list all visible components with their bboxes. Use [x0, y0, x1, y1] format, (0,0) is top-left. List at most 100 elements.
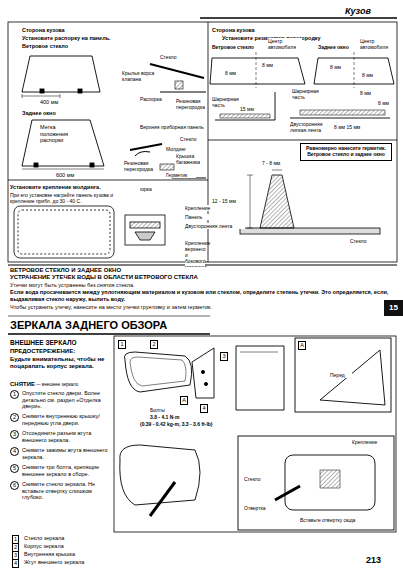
step-text: Снимите внутреннюю крышку/переднюю угла … [22, 413, 112, 426]
callout-number: 1 [118, 340, 126, 349]
section-heading: ЗЕРКАЛА ЗАДНЕГО ОБЗОРА [10, 319, 210, 332]
callout-number: 3 [220, 352, 228, 361]
page-header: Кузов [345, 6, 397, 17]
step-number: 6 [10, 481, 19, 490]
node-text: A [300, 342, 304, 348]
part-name: Стекло [244, 476, 274, 482]
step-text: Снимите зажимы жгута внешнего зеркала. [22, 447, 112, 460]
part-name: Герметик [166, 172, 196, 178]
part-name: Крепление [352, 439, 390, 445]
step-number: 5 [10, 464, 19, 473]
step-text: Отсоедините разъем жгута внешнего зеркал… [22, 430, 112, 443]
node-text: A [182, 397, 186, 403]
step-number: 1 [10, 390, 19, 399]
torque-value: (0.39 - 0.42 kg-m, 3.3 - 3.6 ft-lb) [140, 421, 250, 427]
mirror-drawing [124, 338, 391, 412]
part-name: Стекло [350, 238, 380, 244]
part-name: Резиновая перегородка [124, 160, 158, 172]
note: При его установке нагрейте панель кузова… [10, 192, 130, 204]
node-text: 3 [13, 431, 16, 437]
dimension: 400 мм [40, 99, 70, 106]
note: Сторона кузова [22, 27, 112, 34]
part-name: Распорка [140, 96, 174, 102]
step-text: Снимите стекло зеркала. Не вставьте отве… [22, 481, 112, 501]
step-text: Опустите стекло двери. Более детально см… [22, 390, 112, 410]
chapter-tab: 15 [384, 300, 403, 316]
part-name: Двусторонняя липкая лента [290, 121, 330, 133]
legend-number: 4 [12, 559, 19, 568]
note-box: Равномерно нанесите герметик. Ветровое с… [300, 143, 392, 161]
part-name: Болты [150, 407, 180, 413]
gasket-drawing [210, 52, 394, 120]
sealant-profile [240, 170, 380, 234]
frames [8, 18, 397, 532]
part-name: Верхняя приборная панель [140, 124, 206, 130]
legend-text: Внутренняя крышка [24, 551, 144, 558]
part-name: Ветровое стекло [22, 43, 112, 50]
note: Установите крепление молдинга. [10, 184, 140, 191]
dimension: 8 мм [362, 72, 382, 78]
callout-number: 2 [150, 340, 158, 349]
note: Сторона кузова [212, 27, 292, 34]
part-name: Крышка багажника [176, 153, 206, 165]
step-number: 2 [10, 413, 19, 422]
node-text: 2 [14, 544, 17, 550]
legend-text: Стекло зеркала [24, 535, 144, 542]
caution: ПРЕДОСТЕРЕЖЕНИЕ: [10, 348, 110, 355]
molding-clip [14, 206, 165, 258]
part-name: Стекло [180, 136, 206, 142]
node-text: 1 [13, 391, 16, 397]
dimension: 8 мм 15 мм [334, 124, 374, 130]
step-number: 3 [10, 430, 19, 439]
node-text: 3 [222, 353, 225, 359]
node-text: 15 [389, 303, 398, 312]
torque-value: 3.8 - 4.1 N·m [150, 414, 210, 420]
part-name: Двусторонняя лента [185, 223, 245, 229]
part-name: Центр автомобиля [268, 38, 302, 50]
view-callout: A [298, 341, 306, 350]
step-text: Снимите три болта, крепящие внешнее зерк… [22, 464, 112, 477]
dimension: 12 - 15 мм [212, 198, 242, 204]
sub-heading: ВНЕШНЕЕ ЗЕРКАЛО [10, 339, 110, 347]
node-text: 4 [202, 405, 205, 411]
part-name: Молдинг [166, 146, 192, 152]
dimension: 8 мм [360, 90, 380, 96]
node-text: 3 [14, 552, 17, 558]
node-text: 1 [120, 341, 123, 347]
body-text: Утечки могут быть устранены без снятия с… [10, 282, 390, 289]
part-name: Крепление верхнего и бокового молдинга [185, 240, 205, 270]
section-heading: УСТРАНЕНИЕ УТЕЧЕК ВОДЫ В ОБЛАСТИ ВЕТРОВО… [10, 274, 310, 281]
dimension: 15 мм [240, 106, 264, 112]
part-name: Заднее окно [22, 110, 102, 117]
dimension: 8 мм [378, 100, 396, 106]
legend-text: Корпус зеркала [24, 543, 144, 550]
part-name: Стекло [160, 54, 190, 60]
page-number: 213 [366, 555, 396, 566]
sub-heading: — внешнее зеркало [36, 382, 106, 387]
part-name: Отвертка [244, 505, 272, 511]
dimension: 8 мм [225, 70, 245, 76]
body-text: Чтобы устранить утечку, нанесите на мест… [10, 304, 390, 311]
part-name: Заднее окно [318, 44, 352, 50]
view-callout: A [180, 396, 188, 405]
node-text: 5 [13, 465, 16, 471]
node-text: 4 [13, 448, 16, 454]
windshield-drawing [22, 56, 104, 169]
node-text: 6 [13, 482, 16, 488]
callout-number: 4 [200, 404, 208, 413]
part-name: Крылья ворса клапана [122, 70, 156, 82]
part-name: Резиновая перегородка [176, 98, 206, 110]
body-text: Если вода просачивается между уплотняющи… [10, 289, 390, 302]
mirror-glass-removal [120, 436, 394, 530]
node-text: 2 [152, 341, 155, 347]
dimension: 8 мм [330, 64, 350, 70]
part-name: Шарнирная часть [292, 88, 326, 100]
dimension: 600 мм [56, 172, 86, 179]
caution: Будьте внимательны, чтобы не поцарапать … [10, 356, 110, 370]
node-text: Равномерно нанесите герметик. Ветровое с… [304, 146, 388, 158]
node-text: 1 [14, 536, 17, 542]
part-name: Крепление [185, 205, 245, 211]
note: Вставьте отвертку сюда [300, 517, 390, 523]
legend-text: Жгут внешнего зеркала [24, 559, 144, 566]
